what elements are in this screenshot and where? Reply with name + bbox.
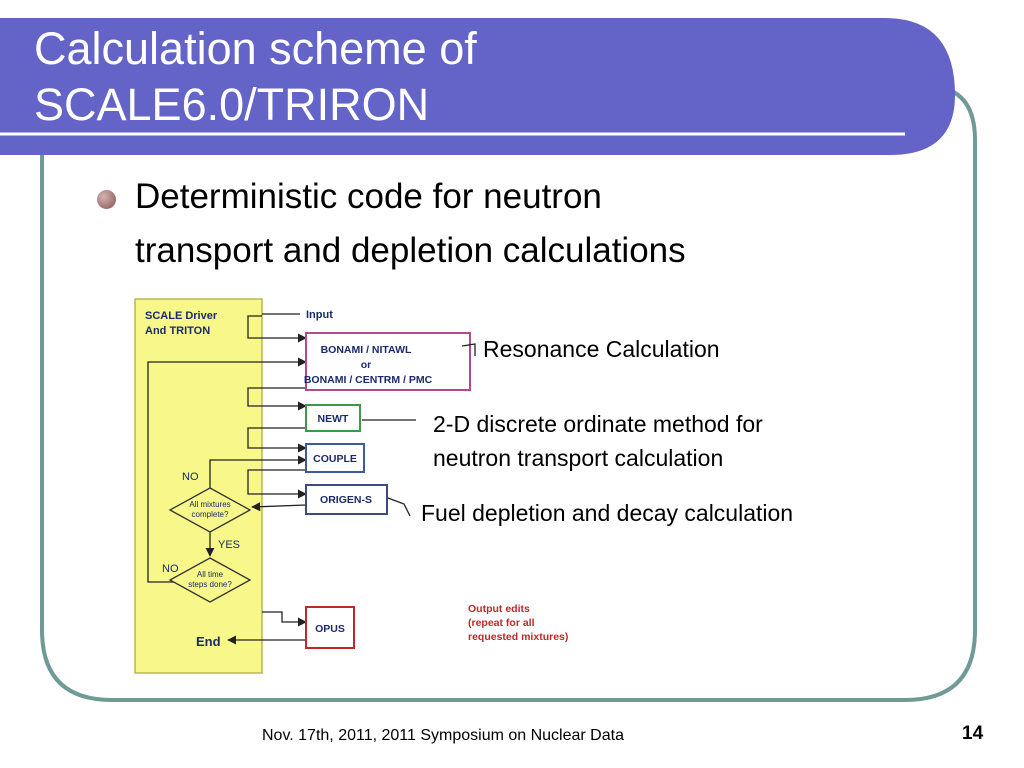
bonami-line-3: BONAMI / CENTRM / PMC bbox=[304, 374, 433, 386]
decision-mixtures bbox=[168, 487, 252, 533]
opus-label: OPUS bbox=[315, 623, 345, 635]
connector-couple-origen bbox=[247, 469, 307, 499]
couple-box bbox=[305, 443, 365, 473]
bonami-line-2: or bbox=[361, 359, 372, 371]
output-edits-line-1: Output edits bbox=[468, 603, 530, 615]
output-edits-line-2: (repeat for all bbox=[468, 617, 535, 629]
connector-bonami-newt bbox=[247, 387, 307, 411]
connector-newt-couple bbox=[247, 427, 307, 453]
connector-driver-opus bbox=[262, 611, 307, 627]
decision-mixtures-line-1: All mixtures bbox=[189, 500, 230, 509]
annotation-newt-line-1: 2-D discrete ordinate method for bbox=[433, 411, 763, 437]
input-label: Input bbox=[306, 309, 333, 321]
footer-text: Nov. 17th, 2011, 2011 Symposium on Nucle… bbox=[262, 727, 624, 744]
bullet-text-line-2: transport and depletion calculations bbox=[135, 231, 686, 270]
bullet-text-line-1: Deterministic code for neutron bbox=[135, 177, 602, 216]
content-frame bbox=[40, 84, 977, 702]
leader-resonance bbox=[461, 343, 476, 356]
annotation-resonance: Resonance Calculation bbox=[483, 336, 720, 362]
scale-driver-panel bbox=[134, 298, 263, 674]
connector-origen-decision bbox=[251, 502, 307, 512]
page-number: 14 bbox=[962, 723, 984, 744]
bonami-box bbox=[305, 332, 471, 391]
annotation-depletion: Fuel depletion and decay calculation bbox=[421, 500, 794, 526]
driver-label-line-1: SCALE Driver bbox=[145, 310, 218, 322]
bonami-line-1: BONAMI / NITAWL bbox=[321, 344, 412, 356]
slide-title-line-2: SCALE6.0/TRIRON bbox=[34, 79, 430, 130]
connector-loop-couple bbox=[209, 455, 307, 488]
connector-driver-bonami bbox=[247, 315, 307, 343]
newt-label: NEWT bbox=[318, 413, 349, 425]
origen-label: ORIGEN-S bbox=[320, 494, 372, 506]
bullet-icon bbox=[97, 190, 116, 209]
annotation-newt-line-2: neutron transport calculation bbox=[433, 445, 724, 471]
opus-box bbox=[305, 606, 355, 649]
decision-timesteps-line-2: steps done? bbox=[188, 580, 232, 589]
yes-label: YES bbox=[218, 539, 240, 551]
decision-timesteps bbox=[168, 557, 252, 603]
no-label-2: NO bbox=[162, 563, 179, 575]
decision-mixtures-line-2: complete? bbox=[192, 510, 229, 519]
end-label: End bbox=[196, 634, 221, 649]
title-bar bbox=[0, 0, 955, 155]
driver-label-line-2: And TRITON bbox=[145, 325, 210, 337]
decision-timesteps-line-1: All time bbox=[197, 570, 224, 579]
couple-label: COUPLE bbox=[313, 453, 357, 465]
origen-box bbox=[305, 484, 388, 515]
leader-depletion bbox=[387, 497, 411, 517]
newt-box bbox=[305, 404, 361, 432]
slide-title-line-1: Calculation scheme of bbox=[34, 23, 477, 74]
no-label-1: NO bbox=[182, 471, 199, 483]
output-edits-line-3: requested mixtures) bbox=[468, 631, 568, 643]
